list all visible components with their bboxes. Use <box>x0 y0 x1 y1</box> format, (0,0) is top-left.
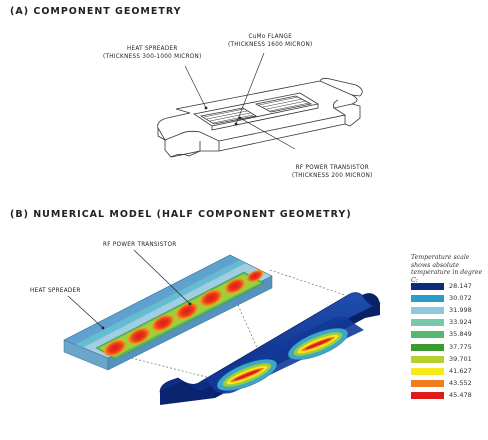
model-section-title: (B) NUMERICAL MODEL (HALF COMPONENT GEOM… <box>10 209 352 220</box>
flange-top-surface <box>159 292 381 393</box>
legend-item: 37.775 <box>411 342 485 352</box>
legend-value: 45.478 <box>449 390 472 399</box>
legend-swatch <box>411 391 444 399</box>
transistor-hot-cells <box>103 269 264 357</box>
hot-cell-6 <box>224 278 246 294</box>
legend-value: 39.701 <box>449 354 472 363</box>
flange-notch <box>362 293 380 306</box>
component-geometry-drawing <box>157 52 363 158</box>
legend-swatch <box>411 343 444 351</box>
legend-item: 43.552 <box>411 378 485 388</box>
legend-value: 43.552 <box>449 378 472 387</box>
flange-front-edge <box>200 123 346 152</box>
heat-spreader-model <box>63 254 273 371</box>
hot-cell-7 <box>246 269 264 283</box>
flange-model <box>159 292 381 405</box>
legend-value: 28.147 <box>449 282 472 290</box>
model-heat-spreader-label: HEAT SPREADER <box>30 287 81 294</box>
hot-cell-2 <box>127 327 151 345</box>
legend-swatch <box>411 367 444 375</box>
legend-title-line3: temperature in degree C: <box>411 269 483 284</box>
rf-transistor-leader <box>239 117 296 150</box>
heat-spreader-callout-line1: HEAT SPREADER <box>126 45 178 52</box>
legend-title-line2: shows absolute <box>411 261 459 269</box>
rf-transistor-callout-line2: (THICKNESS 200 MICRON) <box>292 172 373 179</box>
legend-item: 39.701 <box>411 354 485 364</box>
rf-transistor-callout: RF POWER TRANSISTOR (THICKNESS 200 MICRO… <box>292 164 373 180</box>
cumo-flange-callout: CuMo FLANGE (THICKNESS 1600 MICRON) <box>228 33 313 49</box>
legend-item: 41.627 <box>411 366 485 376</box>
legend-value: 37.775 <box>449 342 472 351</box>
cumo-flange-callout-line2: (THICKNESS 1600 MICRON) <box>228 41 313 48</box>
legend-item: 31.998 <box>411 306 485 315</box>
legend-item: 28.147 <box>411 282 485 291</box>
temperature-legend-title: Temperature scale shows absolute tempera… <box>411 254 485 284</box>
hot-cell-4 <box>175 302 199 320</box>
legend-item: 30.072 <box>411 294 485 303</box>
model-spreader-leader <box>67 295 104 329</box>
geometry-section-title: (A) COMPONENT GEOMETRY <box>10 6 182 17</box>
legend-swatch <box>411 379 444 387</box>
legend-swatch <box>411 355 444 363</box>
flange-side-face <box>160 382 215 405</box>
legend-value: 35.849 <box>449 330 472 339</box>
legend-swatch <box>411 331 444 339</box>
legend-swatch <box>411 307 444 315</box>
model-transistor-leader <box>133 249 191 305</box>
heat-spreader-callout: HEAT SPREADER (THICKNESS 300-1000 MICRON… <box>103 45 202 61</box>
model-rf-transistor-label: RF POWER TRANSISTOR <box>103 241 177 248</box>
heat-spreader-leader <box>184 65 207 109</box>
hot-cell-1 <box>103 339 127 357</box>
legend-value: 33.924 <box>449 318 472 327</box>
legend-swatch <box>411 295 444 303</box>
flange-right-ear <box>319 77 363 97</box>
legend-swatch <box>411 319 444 327</box>
cumo-flange-callout-line1: CuMo FLANGE <box>248 33 293 40</box>
legend-item: 35.849 <box>411 330 485 339</box>
legend-value: 41.627 <box>449 366 472 375</box>
legend-item: 33.924 <box>411 318 485 327</box>
hot-cell-3 <box>151 314 175 332</box>
legend-title-line1: Temperature scale <box>411 254 470 261</box>
heat-spreader-callout-line2: (THICKNESS 300-1000 MICRON) <box>103 53 202 60</box>
legend-swatch <box>411 283 444 290</box>
spreader-top-face <box>63 254 273 359</box>
rf-transistor-callout-line1: RF POWER TRANSISTOR <box>295 164 370 171</box>
model-leaders <box>67 249 192 330</box>
hot-cell-5 <box>199 289 223 307</box>
cumo-flange-leader <box>235 52 265 125</box>
legend-value: 31.998 <box>449 306 472 315</box>
legend-item: 45.478 <box>411 390 485 400</box>
legend-value: 30.072 <box>449 294 472 303</box>
